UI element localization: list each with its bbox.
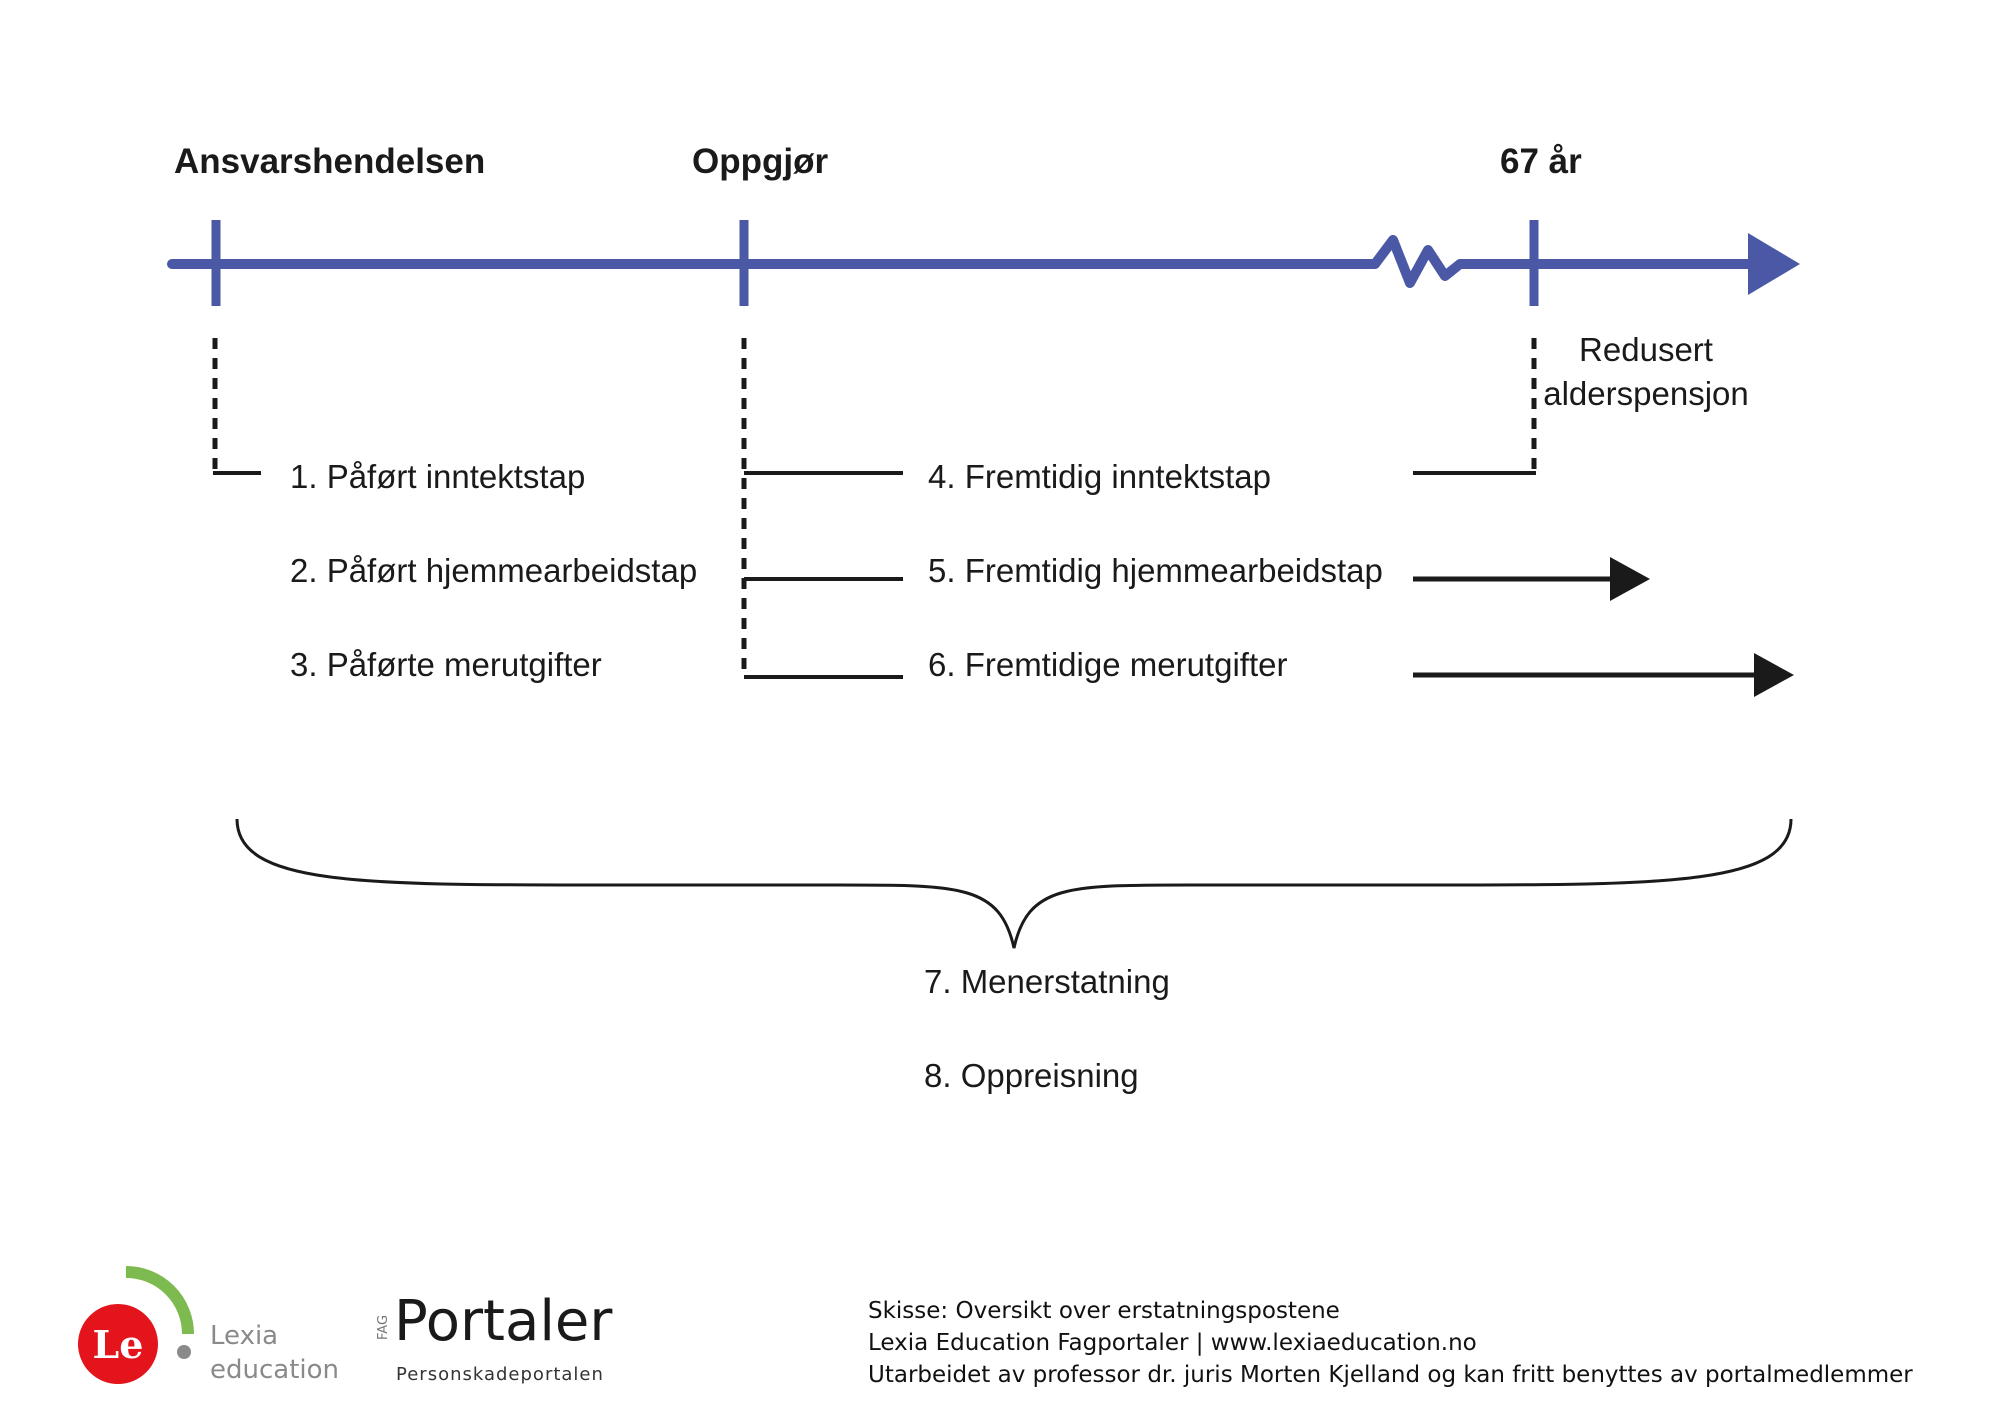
footer-line-1: Skisse: Oversikt over erstatningspostene — [868, 1298, 1340, 1324]
item-7-label: 7. Menerstatning — [924, 963, 1170, 1000]
arrowhead-item-5 — [1610, 557, 1650, 601]
fag-label: FAG — [376, 1315, 391, 1340]
timeline-arrowhead — [1748, 233, 1800, 295]
reduced-pension-label-line1: Redusert — [1579, 331, 1713, 368]
reduced-pension-label-line2: alderspensjon — [1543, 375, 1748, 412]
item-8-label: 8. Oppreisning — [924, 1057, 1139, 1094]
marker-label-oppgjor: Oppgjør — [692, 142, 828, 181]
lexia-wordmark-line1: Lexia — [210, 1321, 278, 1351]
footer-line-3: Utarbeidet av professor dr. juris Morten… — [868, 1362, 1913, 1388]
timeline-axis — [167, 235, 1760, 288]
connectors — [212, 338, 1794, 697]
lexia-arc-icon — [125, 1266, 194, 1335]
marker-label-ansvarshendelsen: Ansvarshendelsen — [174, 142, 485, 181]
lexia-red-circle-icon — [78, 1304, 158, 1384]
item-3-label: 3. Påførte merutgifter — [290, 646, 602, 683]
lexia-monogram: Le — [93, 1322, 144, 1367]
portaler-wordmark: Portaler — [394, 1289, 613, 1354]
item-2-label: 2. Påført hjemmearbeidstap — [290, 552, 697, 589]
portaler-subtitle: Personskadeportalen — [396, 1364, 604, 1385]
lexia-wordmark-line2: education — [210, 1355, 339, 1385]
timeline — [167, 220, 1800, 306]
curly-brace — [235, 818, 1793, 949]
item-1-label: 1. Påført inntektstap — [290, 458, 585, 495]
item-4-label: 4. Fremtidig inntektstap — [928, 458, 1271, 495]
lexia-dot-icon — [177, 1345, 191, 1359]
marker-label-67-ar: 67 år — [1500, 142, 1582, 181]
lexia-education-logo: Le Lexia education — [78, 1266, 339, 1385]
footer-line-2: Lexia Education Fagportaler | www.lexiae… — [868, 1330, 1477, 1356]
item-5-label: 5. Fremtidig hjemmearbeidstap — [928, 552, 1383, 589]
item-6-label: 6. Fremtidige merutgifter — [928, 646, 1287, 683]
fagportaler-logo: FAG Portaler Personskadeportalen — [376, 1289, 613, 1385]
arrowhead-item-6 — [1754, 653, 1794, 697]
